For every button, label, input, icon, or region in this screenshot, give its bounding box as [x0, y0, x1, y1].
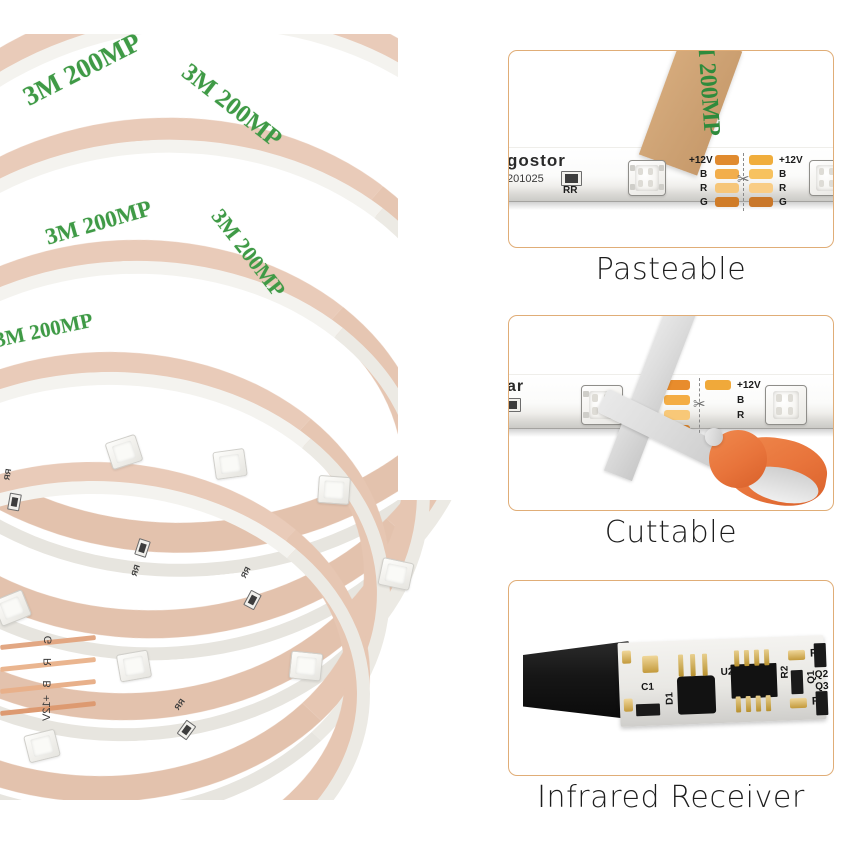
solder-pad-cut-r-a [664, 410, 690, 420]
label-r2: R2 [779, 665, 791, 679]
led-pad-tl [630, 165, 636, 171]
scissors-pivot [705, 428, 723, 446]
scissors-cut-icon-cuttable: ✂ [693, 396, 706, 413]
strip-brand-label-cuttable: ar [508, 378, 525, 395]
strip-resistor-label: RR [563, 185, 578, 196]
led-pad-tr [658, 165, 664, 171]
hero-led-chip-6 [288, 650, 324, 682]
hero-photo-coiled-led-strip: 3M 200MP 3M 200MP 3M 200MP 3M 200MP 3M 2… [0, 0, 478, 868]
caption-pasteable: Pasteable [595, 252, 747, 287]
strip-resistor-rr [561, 171, 582, 186]
pad-label-right-12v: +12V [779, 155, 803, 166]
hero-rail-label-r: R [41, 658, 54, 666]
transistor-q2 [813, 642, 827, 668]
u2-pin-bot-1 [735, 696, 742, 713]
led-emitter-surface [635, 165, 659, 191]
feature-panel-pasteable: M 200MP gostor 201025 RR +12V B R G [508, 50, 834, 248]
ir-cable-boot [523, 641, 629, 719]
pad-label-cut-right-12v: +12V [737, 380, 761, 391]
feature-panel-infrared-receiver: C1 D1 U2 R2 R3 R4 Q1 [508, 580, 834, 776]
feature-panel-cuttable: ar +12V B R G ✂ +12V B R [508, 315, 834, 511]
ir-sensor-pin-1 [677, 654, 684, 677]
label-c1: C1 [640, 681, 655, 694]
adhesive-liner-text: M 200MP [691, 50, 725, 137]
hero-rail-label-g: G [42, 635, 55, 645]
solder-pad-r-a [715, 183, 739, 193]
ir-sensor-dome [676, 675, 717, 715]
led-pad-cl-tl [583, 390, 589, 397]
hero-mask-top [0, 0, 478, 34]
led-5050-chip-cuttable-right [765, 385, 807, 425]
transistor-q3 [815, 690, 829, 716]
pad-label-cut-right-r: R [737, 410, 745, 421]
solder-pad-b-a [715, 169, 739, 179]
pad-label-right-r: R [779, 183, 787, 194]
pad-label-left-g: G [700, 197, 708, 208]
pad-label-cut-right-b: B [737, 395, 745, 406]
capacitor-c1 [641, 655, 659, 674]
led-pad-bl [630, 184, 636, 190]
u2-pin-bot-3 [755, 695, 762, 712]
strip-date-code: 201025 [508, 173, 544, 185]
solder-pad-cut-b-a [664, 395, 690, 405]
resistor-r3 [787, 649, 806, 661]
led-emitter-surface-right [816, 165, 833, 191]
hero-rail-label-b: B [41, 680, 54, 688]
pad-label-left-12v: +12V [689, 155, 713, 166]
pad-label-right-b: B [779, 169, 787, 180]
ir-receiver-pcb: C1 D1 U2 R2 R3 R4 Q1 [617, 635, 829, 727]
u2-pin-top-3 [753, 649, 760, 666]
solder-pad-g-b [749, 197, 773, 207]
label-d1: D1 [664, 691, 676, 706]
pcb-pad-left-bottom [623, 698, 634, 712]
hero-mask-bottom [0, 800, 478, 868]
ir-sensor-pin-3 [701, 653, 708, 676]
label-q3: Q3 [815, 680, 829, 693]
scissors-cut-icon: ✂ [737, 171, 750, 188]
resistor-r4 [789, 697, 808, 709]
solder-pad-g-a [715, 197, 739, 207]
led-emitter-surface-cuttable-right [773, 390, 799, 420]
u2-pin-top-4 [763, 649, 770, 666]
solder-pad-12v-a [715, 155, 739, 165]
solder-pad-12v-b [749, 155, 773, 165]
pcb-pad-left-top [621, 650, 632, 664]
pad-label-right-g: G [779, 197, 787, 208]
hero-led-chip-5 [115, 649, 153, 683]
cut-line-marker [743, 153, 745, 211]
solder-pad-b-b [749, 169, 773, 179]
cut-line-marker-cuttable [699, 378, 701, 438]
strip-shadow-pasteable [509, 201, 833, 210]
pad-label-left-r: R [700, 183, 708, 194]
solder-pad-cut-12v-b [705, 380, 731, 390]
label-u2: U2 [720, 666, 734, 679]
caption-infrared-receiver: Infrared Receiver [537, 780, 805, 815]
solder-pad-cut-12v-a [664, 380, 690, 390]
hero-rail-label-12v: +12V [41, 695, 53, 721]
led-5050-chip-right [809, 160, 833, 196]
strip-brand-label: gostor [508, 151, 566, 170]
ir-sensor-pin-2 [689, 654, 696, 677]
led-5050-chip [628, 160, 666, 196]
pad-label-left-b: B [700, 169, 708, 180]
u2-pin-top-1 [733, 650, 740, 667]
solder-pad-r-b [749, 183, 773, 193]
u2-pin-bot-2 [745, 695, 752, 713]
u2-pin-top-2 [743, 649, 750, 667]
ic-u2 [730, 662, 778, 699]
strip-resistor-cuttable [509, 398, 521, 412]
led-pad-br [658, 184, 664, 190]
hero-led-chip-3 [317, 474, 351, 506]
hero-mask-right [398, 0, 478, 500]
hero-led-chip-2 [212, 447, 248, 481]
transistor-q1 [790, 669, 804, 695]
diode-d1 [635, 703, 661, 717]
caption-cuttable: Cuttable [604, 515, 738, 550]
led-pad-cl-bl [583, 411, 589, 419]
u2-pin-bot-4 [765, 695, 772, 712]
label-q2: Q2 [814, 668, 829, 681]
